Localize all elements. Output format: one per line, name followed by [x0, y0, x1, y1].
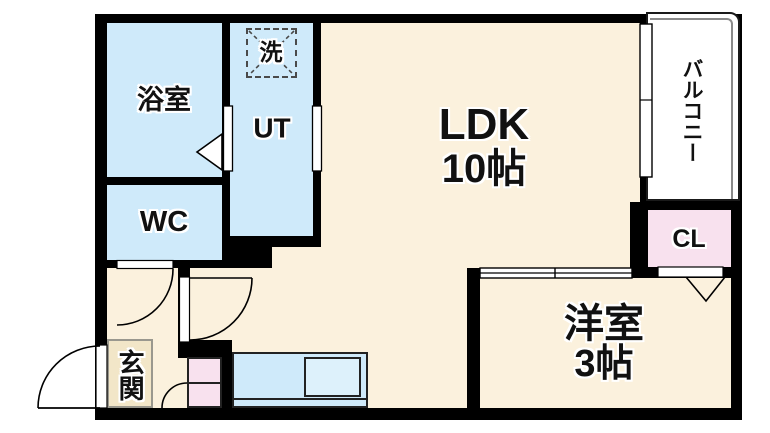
- utility-label: UT: [253, 112, 291, 144]
- western-room-name: 洋室: [564, 302, 644, 347]
- entrance-label: 玄関: [115, 349, 146, 401]
- wc-label: WC: [139, 205, 189, 238]
- room-ldk-main: [321, 23, 640, 268]
- kitchen-counter: [232, 352, 368, 408]
- wall-segment-kitchen: [222, 358, 232, 408]
- wall-segment-closet: [630, 202, 648, 268]
- shoe-cabinet: [187, 357, 222, 408]
- wall-segment-hall: [187, 340, 232, 358]
- room-closet: [648, 210, 731, 267]
- room-wc: [107, 185, 222, 260]
- western-room-label: 洋室 3帖: [564, 303, 644, 385]
- room-balcony: [646, 12, 740, 201]
- ldk-label: LDK 10帖: [438, 99, 530, 192]
- closet-label: CL: [672, 224, 706, 253]
- western-room-size: 3帖: [574, 343, 634, 386]
- balcony-inner-line: [650, 18, 733, 199]
- laundry-label: 洗: [259, 38, 283, 65]
- bathroom-label: 浴室: [137, 84, 191, 115]
- balcony-label: バルコニー: [680, 57, 704, 163]
- ldk-size: 10帖: [441, 147, 527, 192]
- room-hallway-ext: [178, 358, 187, 408]
- kitchen-sink: [304, 357, 361, 397]
- washer-space-box: [246, 28, 297, 78]
- counter-edge-line: [234, 398, 366, 400]
- shoe-cabinet-divider: [189, 382, 220, 384]
- ldk-name: LDK: [438, 99, 530, 149]
- room-ldk-strip: [272, 247, 321, 268]
- entrance-door-arc: [37, 345, 101, 409]
- genkan-step: [107, 339, 153, 408]
